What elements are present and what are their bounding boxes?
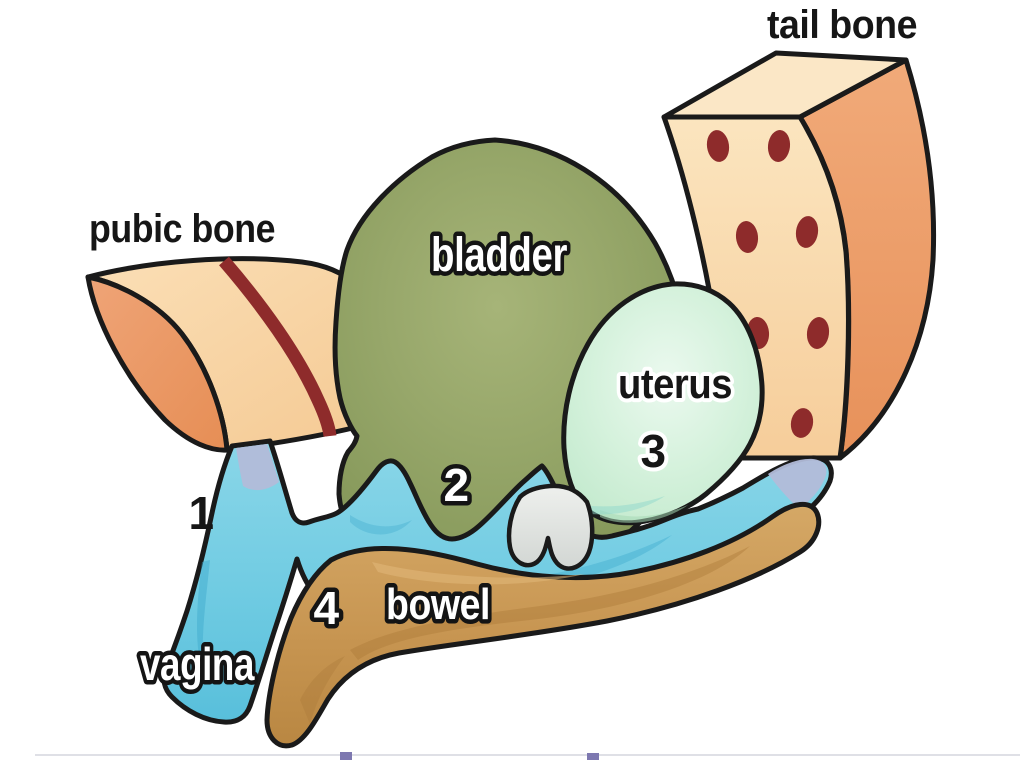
- label-number-3: 3: [640, 425, 665, 477]
- label-number-2: 2: [443, 459, 468, 511]
- divider-line: [35, 754, 1020, 756]
- vagina-lavender-right: [768, 458, 827, 509]
- divider-marker-right: [587, 753, 599, 760]
- divider-marker-left: [340, 752, 352, 760]
- vagina-wave-shading: [350, 515, 412, 535]
- label-tail-bone: tail bone: [767, 3, 917, 47]
- tail-bone-shape: [661, 50, 937, 461]
- label-uterus: uterus: [618, 360, 732, 407]
- label-number-1: 1: [188, 487, 213, 539]
- label-pubic-bone: pubic bone: [89, 207, 275, 251]
- label-bladder: bladder: [431, 229, 567, 282]
- bowel-hook-shading: [300, 656, 345, 724]
- pubic-bone-end-face: [85, 274, 230, 453]
- bottom-divider: [35, 752, 1020, 760]
- tail-bone-spots: [706, 130, 830, 438]
- vagina-canal-shading: [197, 560, 210, 676]
- label-vagina: vagina: [140, 638, 255, 690]
- uterus-shape: [561, 281, 765, 526]
- bowel-shape: [264, 502, 822, 749]
- labels: pubic bone tail bone bladder uterus bowe…: [89, 3, 918, 695]
- label-bowel: bowel: [386, 580, 490, 629]
- label-number-4: 4: [313, 582, 339, 634]
- pubic-bone-shape: [85, 256, 360, 453]
- cervix-shape: [506, 483, 595, 571]
- bowel-highlight: [372, 562, 585, 585]
- pubic-bone-stripe: [219, 256, 337, 437]
- vagina-lavender-top: [236, 444, 279, 491]
- tail-bone-front-face: [661, 114, 851, 461]
- uterus-shading: [600, 505, 688, 523]
